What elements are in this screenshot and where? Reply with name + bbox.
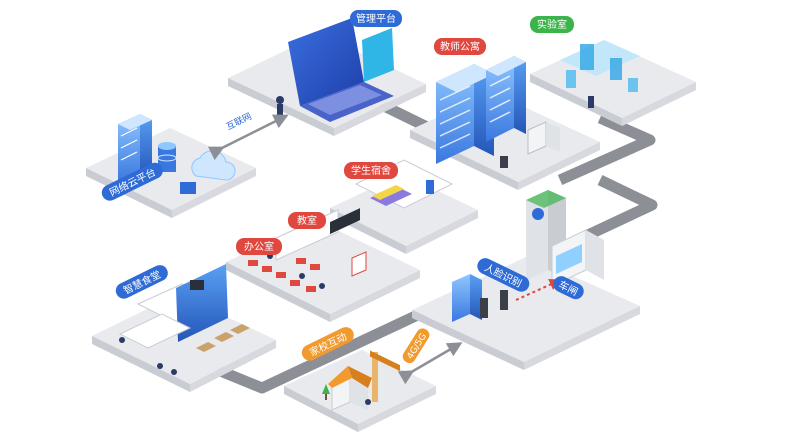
connector-internet: 互联网 (207, 111, 289, 161)
tile-teacher-apartment (410, 56, 600, 190)
terminal-icon (180, 182, 196, 194)
label-office: 办公室 (236, 238, 282, 255)
monitor-icon (362, 28, 394, 82)
road-right (557, 112, 656, 186)
label-teacher-apt-text: 教师公寓 (440, 40, 480, 53)
tile-school-gate (412, 190, 640, 370)
label-dorm-text: 学生宿舍 (351, 164, 391, 177)
locker-icon (452, 274, 482, 322)
tile-laboratory (530, 40, 696, 126)
apartment-building-icon (436, 56, 526, 164)
guard-house-icon (551, 229, 604, 287)
canteen-building-icon (118, 264, 250, 352)
label-teacher-apt: 教师公寓 (434, 38, 486, 55)
people-icon (119, 337, 177, 375)
label-lab-text: 实验室 (537, 18, 567, 31)
signpost-icon (370, 350, 400, 402)
lab-equipment-icon (560, 40, 640, 92)
database-icon (157, 142, 177, 172)
label-lab: 实验室 (530, 16, 574, 33)
server-rack-icon (118, 114, 152, 182)
tile-canteen (92, 264, 276, 392)
tree-icon (322, 384, 330, 400)
label-dorm: 学生宿舍 (344, 162, 398, 179)
label-mgmt: 管理平台 (350, 10, 402, 27)
guard-booth-icon (527, 121, 560, 155)
label-vehicle: 车闸 (553, 276, 584, 300)
laptop-icon (288, 18, 394, 122)
turnstile-icon (480, 290, 508, 318)
tile-management (228, 18, 426, 136)
person-icon (365, 399, 371, 405)
office-desks-icon (248, 258, 320, 292)
label-classroom-text: 教室 (297, 214, 317, 227)
label-internet-text: 互联网 (224, 111, 253, 133)
turnstile-icon (500, 156, 508, 168)
label-mgmt-text: 管理平台 (356, 12, 396, 25)
label-classroom: 教室 (288, 212, 326, 229)
person-icon (588, 96, 594, 108)
vehicle-barrier-icon (515, 278, 562, 301)
person-icon (276, 96, 284, 104)
label-office-text: 办公室 (244, 240, 274, 253)
house-icon (328, 366, 372, 411)
